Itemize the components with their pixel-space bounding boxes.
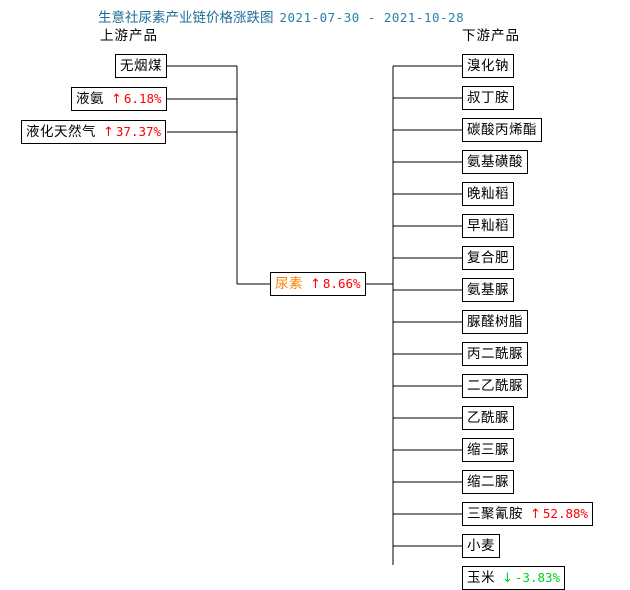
downstream-node-6[interactable]: 复合肥 [462, 246, 514, 270]
downstream-node-2[interactable]: 碳酸丙烯酯 [462, 118, 542, 142]
node-label: 脲醛树脂 [467, 314, 523, 330]
downstream-node-3[interactable]: 氨基磺酸 [462, 150, 528, 174]
arrow-up-icon: ↑ [310, 276, 321, 292]
node-label: 缩三脲 [467, 442, 509, 458]
downstream-node-12[interactable]: 缩三脲 [462, 438, 514, 462]
node-change: ↑8.66% [310, 273, 361, 295]
node-label: 乙酰脲 [467, 410, 509, 426]
node-label: 缩二脲 [467, 474, 509, 490]
node-change: ↓-3.83% [502, 567, 560, 589]
arrow-up-icon: ↑ [530, 506, 541, 522]
downstream-node-4[interactable]: 晚籼稻 [462, 182, 514, 206]
node-label: 复合肥 [467, 250, 509, 266]
downstream-node-10[interactable]: 二乙酰脲 [462, 374, 528, 398]
node-label: 叔丁胺 [467, 90, 509, 106]
node-label: 小麦 [467, 538, 495, 554]
downstream-node-9[interactable]: 丙二酰脲 [462, 342, 528, 366]
price-chain-diagram: 生意社尿素产业链价格涨跌图 2021-07-30 - 2021-10-28 上游产… [21, 6, 594, 590]
node-label: 溴化钠 [467, 58, 509, 74]
node-label: 液化天然气 [26, 124, 96, 140]
root-node-urea[interactable]: 尿素 ↑8.66% [270, 272, 366, 296]
downstream-node-1[interactable]: 叔丁胺 [462, 86, 514, 110]
downstream-node-14[interactable]: 三聚氰胺 ↑52.88% [462, 502, 594, 526]
node-change: ↑6.18% [111, 88, 162, 110]
downstream-node-7[interactable]: 氨基脲 [462, 278, 514, 302]
node-label: 二乙酰脲 [467, 378, 523, 394]
downstream-node-15[interactable]: 小麦 [462, 534, 500, 558]
node-label: 玉米 [467, 570, 495, 586]
node-label: 晚籼稻 [467, 186, 509, 202]
arrow-up-icon: ↑ [111, 91, 122, 107]
node-label: 无烟煤 [120, 58, 162, 74]
upstream-node-0[interactable]: 无烟煤 [115, 54, 167, 78]
downstream-node-16[interactable]: 玉米 ↓-3.83% [462, 566, 566, 590]
node-label: 液氨 [76, 91, 104, 107]
node-change: ↑52.88% [530, 503, 588, 525]
node-change-value: -3.83% [514, 570, 561, 585]
node-change-value: 6.18% [123, 91, 162, 106]
title-text: 生意社尿素产业链价格涨跌图 [98, 10, 274, 26]
page-title: 生意社尿素产业链价格涨跌图 2021-07-30 - 2021-10-28 [98, 6, 464, 26]
node-change-value: 52.88% [542, 506, 589, 521]
node-label: 氨基脲 [467, 282, 509, 298]
node-label: 氨基磺酸 [467, 154, 523, 170]
node-label: 三聚氰胺 [467, 506, 523, 522]
node-label: 早籼稻 [467, 218, 509, 234]
node-change: ↑37.37% [103, 121, 161, 143]
upstream-node-1[interactable]: 液氨 ↑6.18% [71, 87, 167, 111]
downstream-node-11[interactable]: 乙酰脲 [462, 406, 514, 430]
node-label: 碳酸丙烯酯 [467, 122, 537, 138]
downstream-node-0[interactable]: 溴化钠 [462, 54, 514, 78]
node-change-value: 8.66% [322, 276, 361, 291]
upstream-node-2[interactable]: 液化天然气 ↑37.37% [21, 120, 167, 144]
node-label: 丙二酰脲 [467, 346, 523, 362]
downstream-column-header: 下游产品 [462, 28, 520, 44]
downstream-node-5[interactable]: 早籼稻 [462, 214, 514, 238]
upstream-column-header: 上游产品 [100, 28, 158, 44]
title-date-range: 2021-07-30 - 2021-10-28 [279, 10, 465, 25]
downstream-node-8[interactable]: 脲醛树脂 [462, 310, 528, 334]
arrow-down-icon: ↓ [502, 570, 513, 586]
node-label: 尿素 [275, 276, 303, 292]
downstream-node-13[interactable]: 缩二脲 [462, 470, 514, 494]
arrow-up-icon: ↑ [103, 124, 114, 140]
node-change-value: 37.37% [115, 124, 162, 139]
